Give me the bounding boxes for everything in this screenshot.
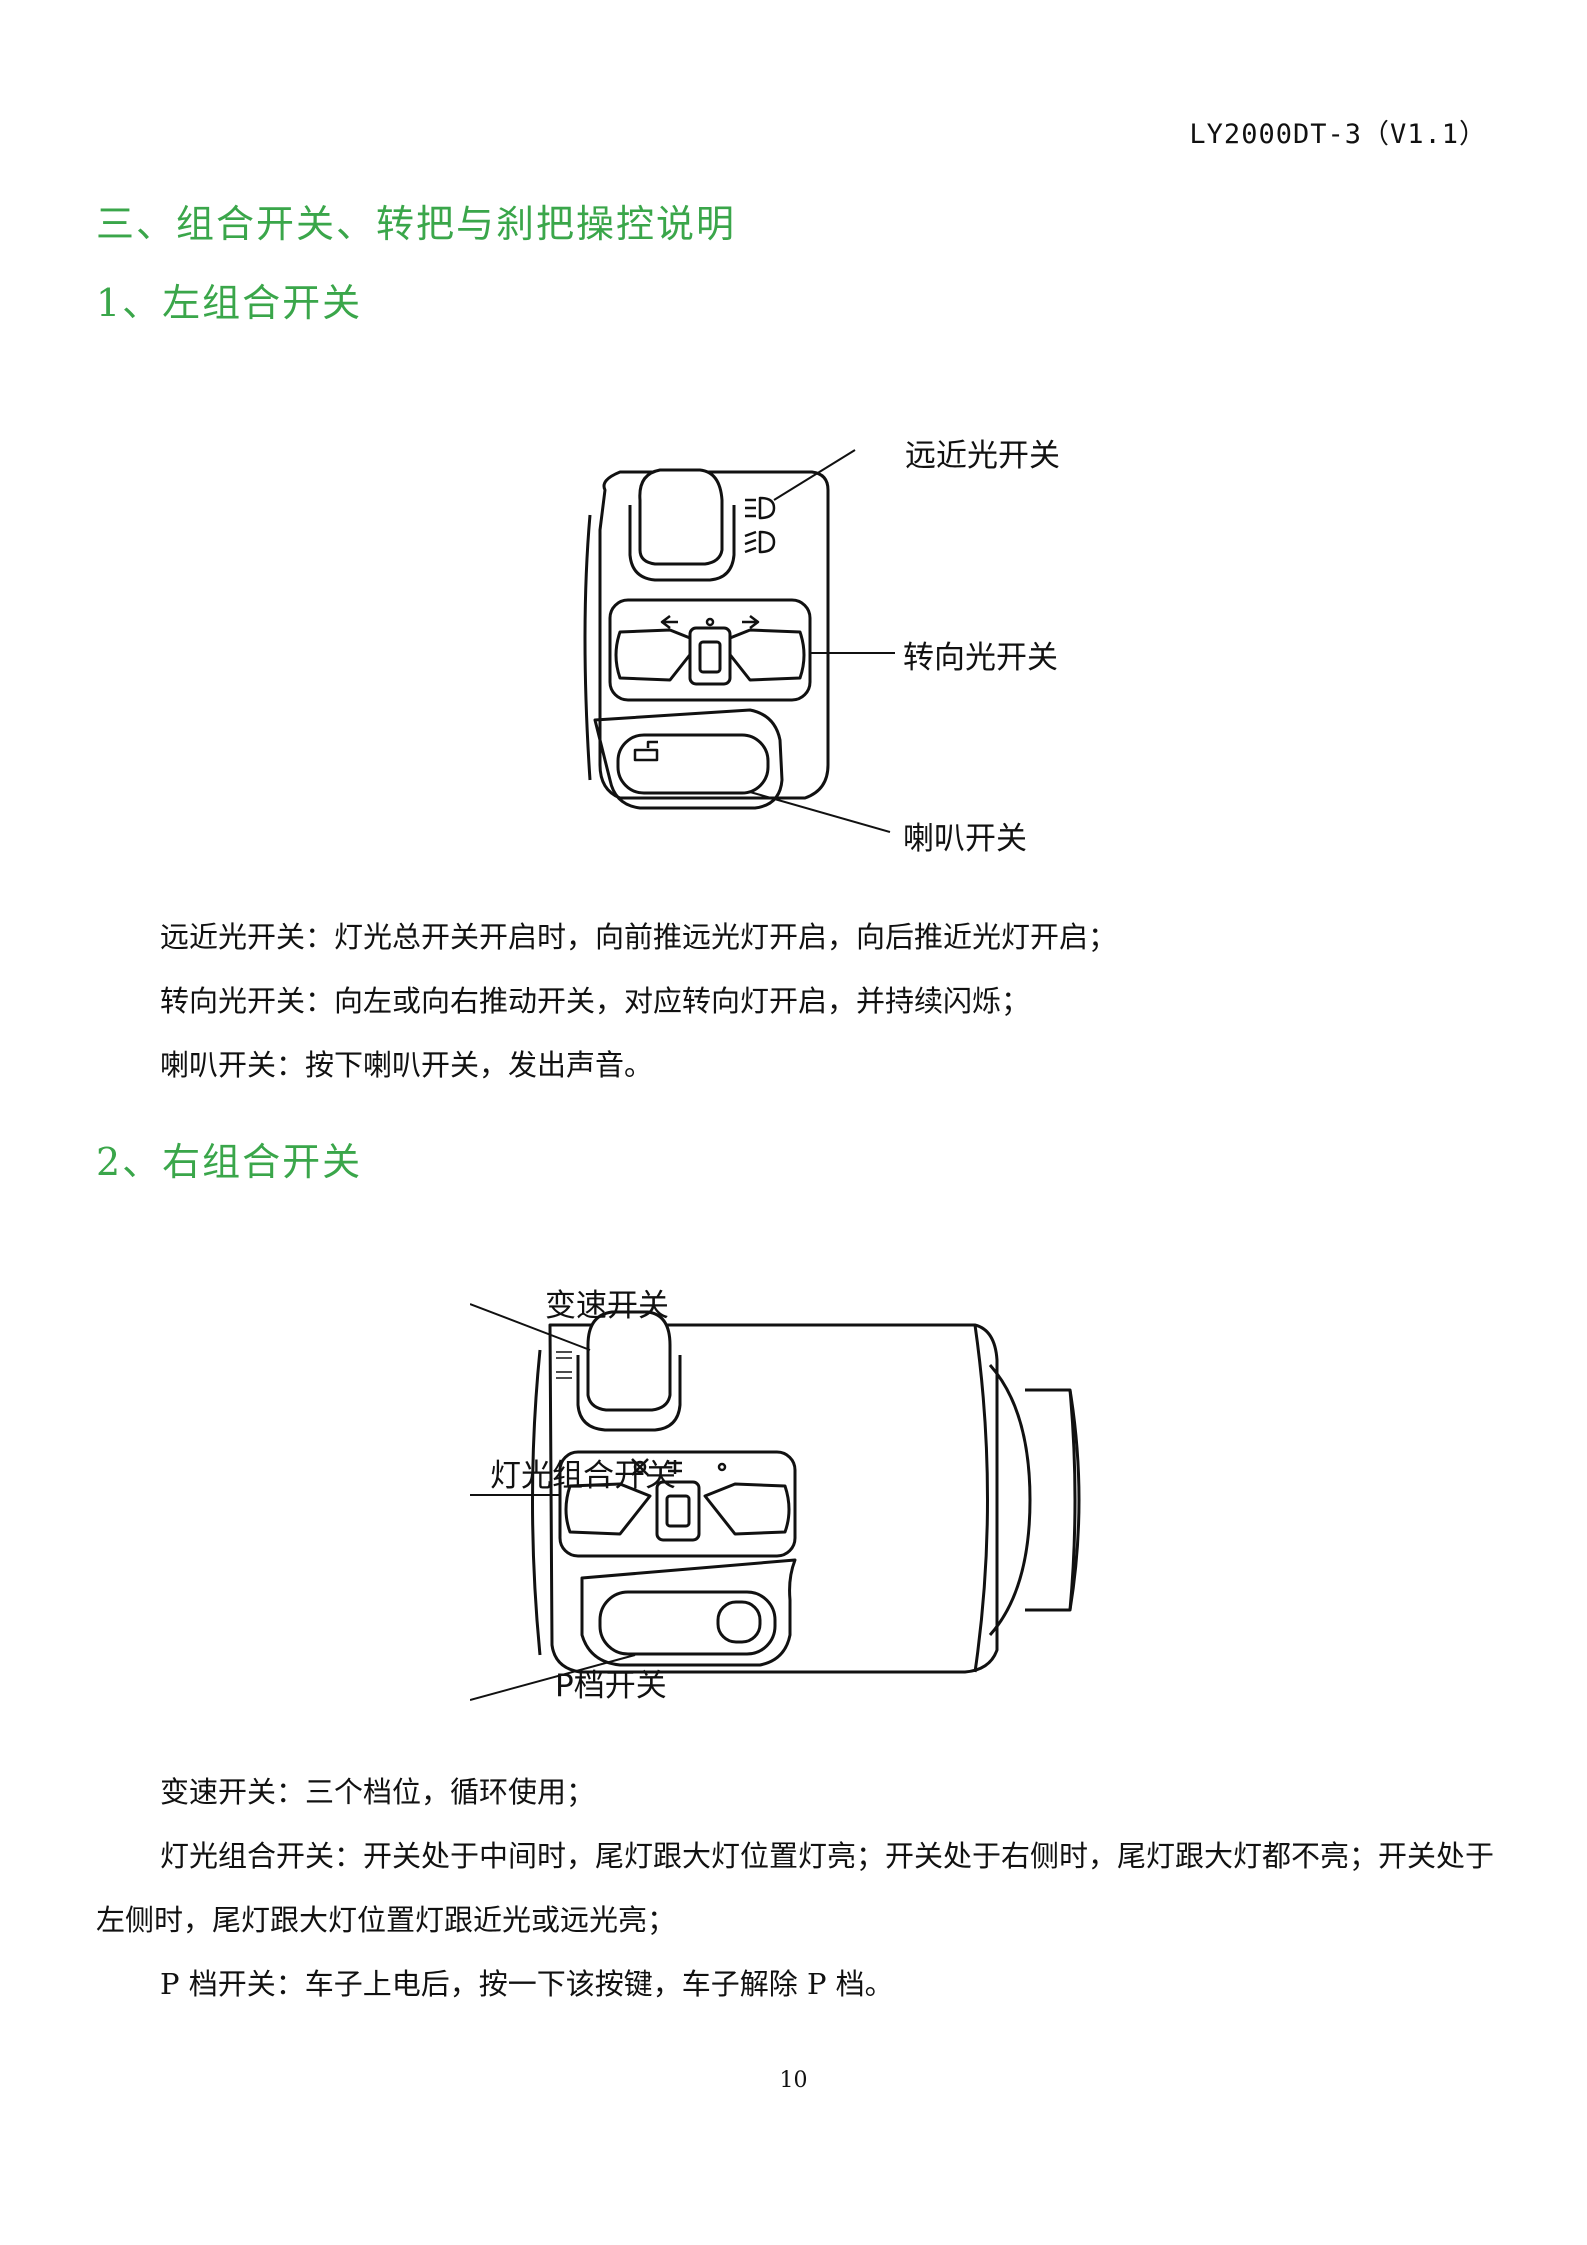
p-section-outline [580, 1558, 797, 1667]
light-right-pad [703, 1482, 791, 1536]
right-paragraph-1: 变速开关：三个档位，循环使用； [160, 1775, 596, 1809]
throttle-cylinder-rim [1068, 1389, 1081, 1611]
right-switch-heading: 2、右组合开关 [96, 1140, 363, 1184]
speed-switch-callout: 变速开关 [545, 1288, 669, 1324]
light-mode-icons [631, 1458, 727, 1476]
light-panel [558, 1450, 797, 1558]
page-number: 10 [779, 2068, 808, 2093]
beam-switch-callout: 远近光开关 [905, 438, 1060, 474]
p-switch-button [598, 1590, 777, 1656]
turn-right-pad [718, 628, 806, 682]
left-switch-drawing [583, 449, 895, 833]
right-paragraph-2: 灯光组合开关：开关处于中间时，尾灯跟大灯位置灯亮；开关处于右侧时，尾灯跟大灯都不… [96, 1839, 1495, 1937]
speed-switch-base [576, 1355, 682, 1432]
left-housing-outline [598, 470, 830, 800]
left-switch-figure [560, 410, 1080, 870]
left-paragraph-2: 转向光开关：向左或向右推动开关，对应转向灯开启，并持续闪烁； [160, 984, 1031, 1018]
throttle-cylinder-body [1025, 1388, 1077, 1612]
horn-switch-callout: 喇叭开关 [903, 821, 1027, 857]
left-housing-edge [583, 514, 592, 781]
turn-left-pad [614, 628, 702, 682]
light-left-pad [564, 1482, 652, 1536]
horn-icon [633, 740, 659, 762]
section-title: 三、组合开关、转把与刹把操控说明 [96, 202, 737, 247]
speed-switch-button [586, 1310, 672, 1412]
horn-button [616, 733, 770, 795]
document-code: LY2000DT-3（V1.1） [1189, 119, 1487, 150]
turn-panel [608, 598, 812, 702]
beam-switch-button [638, 468, 724, 566]
right-switch-drawing [469, 1303, 1081, 1701]
left-paragraph-1: 远近光开关：灯光总开关开启时，向前推远光灯开启，向后推近光灯开启； [160, 920, 1118, 954]
turn-switch-knob [688, 626, 732, 686]
p-switch-indicator [716, 1600, 762, 1644]
throttle-cylinder-front [988, 1364, 1032, 1636]
speed-leader-line [469, 1303, 591, 1351]
left-paragraph-3: 喇叭开关：按下喇叭开关，发出声音。 [160, 1048, 654, 1082]
low-beam-icon [744, 530, 776, 554]
turn-switch-callout: 转向光开关 [903, 640, 1058, 676]
high-beam-icon [745, 496, 776, 520]
right-switch-figure [469, 1260, 1110, 1720]
p-switch-callout: P档开关 [555, 1668, 667, 1704]
turn-arrows-icon [660, 615, 760, 629]
light-switch-callout: 灯光组合开关 [490, 1458, 676, 1494]
p-leader-line [469, 1654, 636, 1701]
right-paragraph-3: P 档开关：车子上电后，按一下该按键，车子解除 P 档。 [160, 1967, 894, 2001]
turn-switch-knob-inner [698, 640, 722, 674]
light-switch-knob-inner [665, 1494, 691, 1528]
horn-leader-line [749, 791, 891, 833]
beam-switch-base [628, 505, 736, 582]
beam-leader-line [773, 449, 856, 501]
right-housing-side [973, 1324, 989, 1673]
speed-mode-icon [556, 1351, 572, 1379]
right-housing-outline [548, 1323, 999, 1674]
right-housing-edge [531, 1349, 542, 1656]
left-switch-heading: 1、左组合开关 [96, 281, 363, 325]
